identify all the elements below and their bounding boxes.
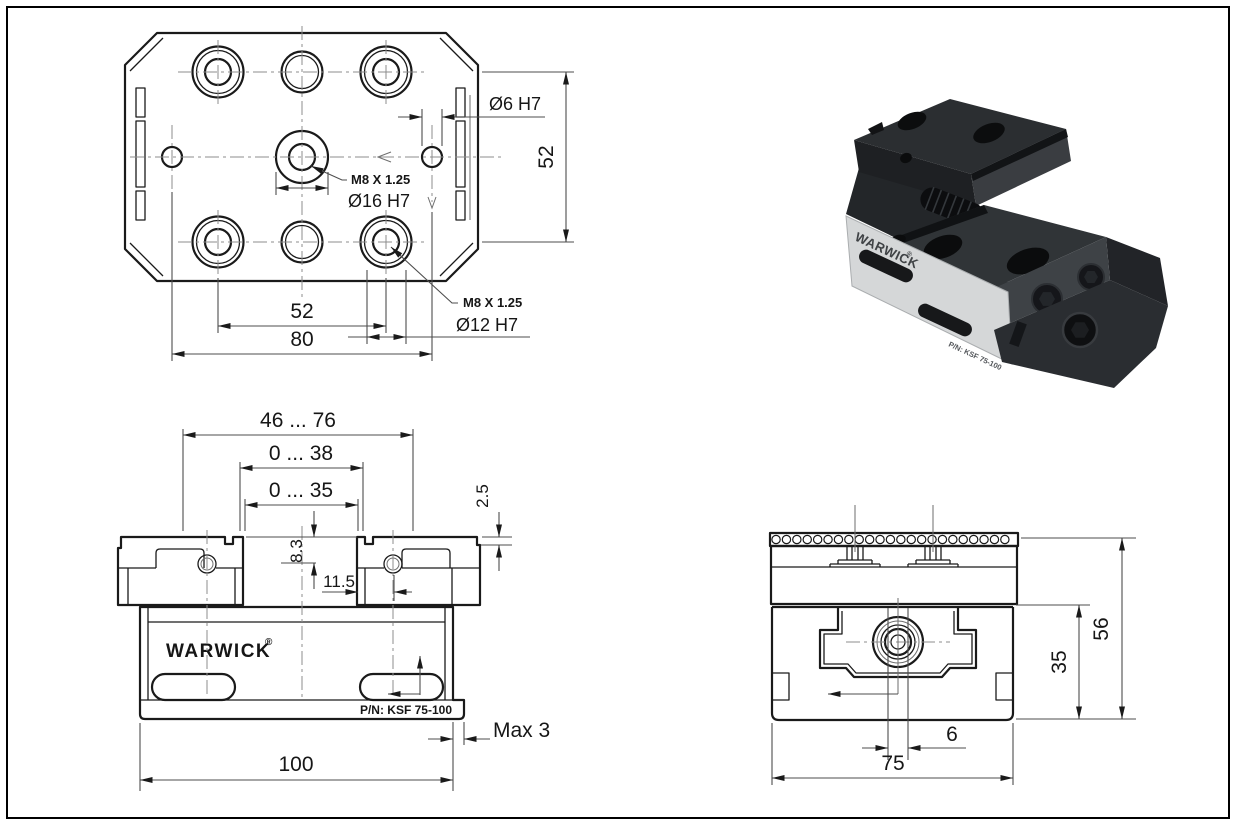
front-right-jaw-outline	[355, 535, 482, 607]
centerline-arrow-icon	[376, 151, 392, 163]
far-jaw-side-hex-hole	[900, 152, 912, 164]
side-clamp-notch-left	[771, 672, 790, 701]
front-brand-text: WARWICK	[166, 641, 271, 662]
top-view: Ø6 H7 52 M8 X 1.25 Ø16 H7 52 80 M8 X 1.2…	[123, 26, 574, 361]
far-jaw-notch	[868, 122, 884, 135]
base-slot-lower	[918, 303, 972, 337]
front-view: WARWICK ® P/N: KSF 75-100 46 ... 76 0 ..…	[116, 409, 550, 791]
dim-80-label: 80	[290, 328, 313, 351]
near-jaw-hole-right	[1006, 247, 1050, 275]
centerlines	[130, 26, 505, 300]
dim-52-horizontal-label: 52	[290, 300, 313, 323]
dim-35-label: 35	[1048, 650, 1071, 673]
side-view: 6 75 35 56	[768, 505, 1136, 785]
hole-pointer-arrow-icon	[427, 196, 437, 210]
side-clamp-notch-right	[995, 672, 1014, 701]
left-jaw-strip	[135, 87, 146, 221]
base-slot-upper	[859, 249, 913, 283]
dim-range-outer-label: 46 ... 76	[260, 409, 336, 432]
far-jaw-left-face	[854, 140, 976, 206]
photo-brand-mark: ®	[905, 250, 914, 260]
far-jaw-hole-left	[897, 111, 927, 131]
top-view-plate-outline	[123, 31, 480, 283]
right-jaw-strip	[455, 87, 466, 221]
base-right-end	[1106, 237, 1168, 306]
dim-m8-corner-label: M8 X 1.25	[463, 295, 522, 310]
jaw-stud-left	[829, 546, 881, 567]
dim-100-label: 100	[278, 753, 313, 776]
dim-75-label: 75	[881, 752, 904, 775]
dim-8-3-label: 8.3	[287, 539, 306, 563]
product-photo: WARWICK ® P/N: KSF 75-100	[845, 99, 1168, 388]
far-jaw-hole-right	[973, 122, 1005, 144]
corner-chamfer-lines	[129, 37, 474, 277]
near-jaw-hole-left	[923, 234, 963, 260]
base-clamp-tab	[1009, 321, 1027, 347]
jaw-carrier-block	[769, 544, 1019, 606]
dim-m8-center-label: M8 X 1.25	[351, 172, 410, 187]
dim-2-5-label: 2.5	[473, 484, 492, 508]
dim-range-inner-label: 0 ... 35	[269, 479, 333, 502]
far-jaw-front	[971, 129, 1071, 206]
front-left-jaw-outline	[116, 535, 245, 607]
front-centerlines	[206, 526, 394, 697]
base-slot-left	[150, 672, 237, 702]
dim-6-label: 6	[946, 723, 958, 746]
dim-max3-label: Max 3	[493, 719, 550, 742]
dim-dia16-label: Ø16 H7	[348, 191, 410, 211]
far-jaw-serration-band	[971, 129, 1068, 181]
side-body-outline	[770, 605, 1015, 722]
front-brand-mark: ®	[265, 637, 273, 648]
jaw-stud-right	[907, 546, 959, 567]
dim-56-label: 56	[1090, 617, 1113, 640]
front-part-number: P/N: KSF 75-100	[360, 703, 452, 717]
sheet-border-frame	[6, 6, 1230, 819]
dim-dia6-label: Ø6 H7	[489, 94, 541, 114]
dim-52-vertical-label: 52	[535, 145, 558, 168]
dim-range-mid-label: 0 ... 38	[269, 442, 333, 465]
dim-dia12-label: Ø12 H7	[456, 315, 518, 335]
front-body-outline	[138, 605, 466, 721]
base-slot-right	[358, 672, 445, 702]
dim-11-5-label: 11.5	[323, 572, 355, 591]
